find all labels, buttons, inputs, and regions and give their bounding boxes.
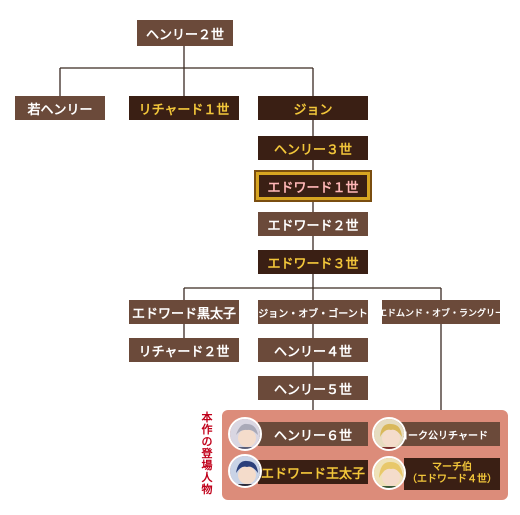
cast-label: 本作の登場人物 bbox=[201, 411, 213, 496]
node-young-henry: 若ヘンリー bbox=[15, 96, 105, 120]
node-henry-iv: ヘンリー４世 bbox=[258, 338, 368, 362]
node-henry-v: ヘンリー５世 bbox=[258, 376, 368, 400]
node-edward-iii: エドワード３世 bbox=[258, 250, 368, 274]
node-young-henry-label: 若ヘンリー bbox=[27, 102, 93, 118]
node-henry-vi-label: ヘンリー６世 bbox=[273, 428, 352, 444]
portrait-earl-of-march bbox=[372, 456, 406, 490]
node-john: ジョン bbox=[258, 96, 368, 120]
node-edward-prince-label: エドワード王太子 bbox=[260, 466, 365, 482]
node-black-prince-label: エドワード黒太子 bbox=[131, 306, 236, 322]
node-edmund-langley-label: エドムンド・オブ・ラングリー bbox=[378, 308, 505, 319]
node-john-of-gaunt: ジョン・オブ・ゴーント bbox=[258, 300, 368, 324]
node-edward-i-label: エドワード１世 bbox=[267, 180, 359, 196]
node-duke-of-york-label: ヨーク公リチャード bbox=[398, 430, 488, 442]
node-edward-i: エドワード１世 bbox=[254, 170, 372, 202]
node-john-of-gaunt-label: ジョン・オブ・ゴーント bbox=[258, 308, 368, 320]
node-richard-i-label: リチャード１世 bbox=[138, 102, 230, 118]
node-edward-ii: エドワード２世 bbox=[258, 212, 368, 236]
node-henry-iv-label: ヘンリー４世 bbox=[273, 344, 352, 360]
node-henry-iii-label: ヘンリー３世 bbox=[273, 142, 352, 158]
node-edward-iii-label: エドワード３世 bbox=[267, 256, 359, 272]
portrait-edward-prince bbox=[228, 454, 262, 488]
node-henry-vi: ヘンリー６世 bbox=[258, 422, 368, 446]
node-richard-ii: リチャード２世 bbox=[129, 338, 239, 362]
node-henry-ii-label: ヘンリー２世 bbox=[145, 27, 224, 43]
node-earl-of-march: マーチ伯 （エドワード４世） bbox=[404, 458, 500, 490]
node-henry-iii: ヘンリー３世 bbox=[258, 136, 368, 160]
node-earl-of-march-label: マーチ伯 bbox=[432, 462, 472, 473]
node-richard-i: リチャード１世 bbox=[129, 96, 239, 120]
node-edmund-langley: エドムンド・オブ・ラングリー bbox=[378, 300, 504, 324]
node-earl-of-march-sublabel: （エドワード４世） bbox=[407, 474, 497, 485]
node-edward-ii-label: エドワード２世 bbox=[267, 218, 359, 234]
node-richard-ii-label: リチャード２世 bbox=[138, 344, 230, 360]
node-john-label: ジョン bbox=[293, 102, 333, 118]
node-henry-v-label: ヘンリー５世 bbox=[273, 382, 352, 398]
node-black-prince: エドワード黒太子 bbox=[129, 300, 239, 324]
portrait-duke-of-york bbox=[372, 417, 406, 451]
node-edward-prince: エドワード王太子 bbox=[258, 460, 368, 484]
portrait-henry-vi bbox=[228, 417, 262, 451]
node-henry-ii: ヘンリー２世 bbox=[137, 20, 233, 46]
